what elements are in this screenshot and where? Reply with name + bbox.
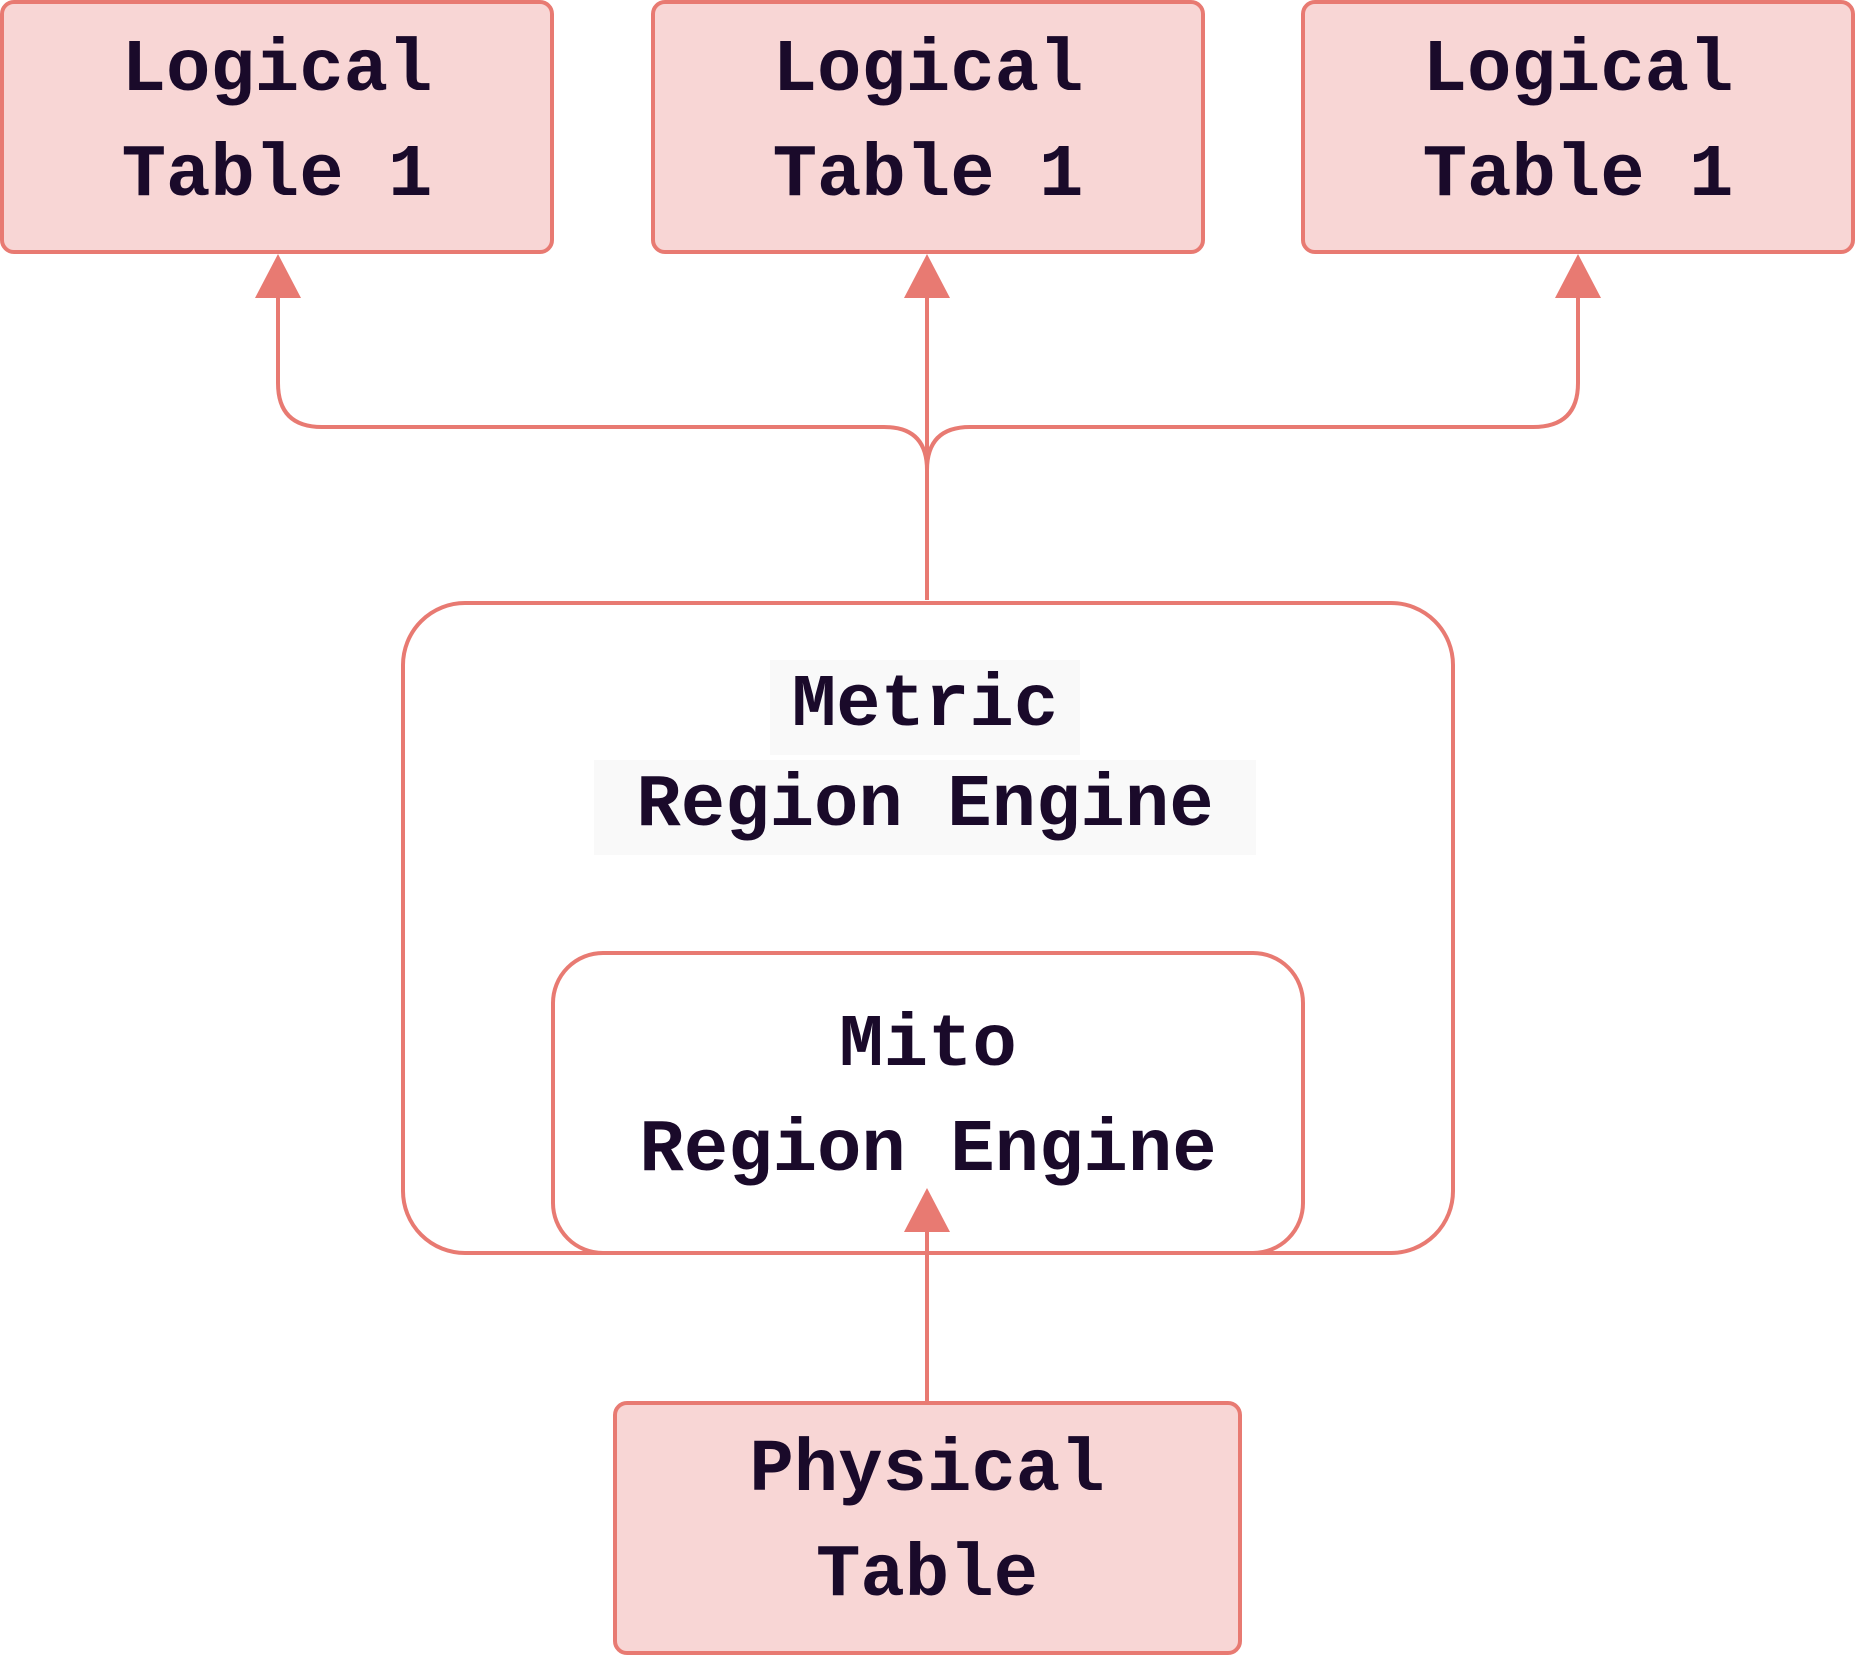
arrowhead-logical-table-3 <box>1555 254 1601 298</box>
logical-table-3-line2: Table 1 <box>1423 134 1734 218</box>
logical-table-2-line1: Logical <box>773 29 1084 113</box>
mito-engine-line2: Region Engine <box>639 1109 1216 1193</box>
metric-label-highlight-2 <box>594 760 1256 855</box>
logical-table-2: Logical Table 1 <box>651 0 1205 254</box>
connector-to-logical-table-3 <box>925 290 1580 600</box>
mito-region-engine: Mito Region Engine <box>551 951 1305 1255</box>
logical-table-1-line1: Logical <box>122 29 433 113</box>
logical-table-1-line2: Table 1 <box>122 134 433 218</box>
physical-table-line1: Physical <box>749 1429 1104 1513</box>
connector-to-logical-table-1 <box>276 290 929 600</box>
logical-table-2-line2: Table 1 <box>773 134 1084 218</box>
metric-engine-line2: Region Engine <box>636 764 1213 848</box>
physical-table-line2: Table <box>816 1534 1038 1618</box>
logical-table-1: Logical Table 1 <box>0 0 554 254</box>
metric-engine-line1: Metric <box>792 664 1058 748</box>
metric-label-highlight-1 <box>770 660 1080 755</box>
arrowhead-logical-table-1 <box>255 254 301 298</box>
arrowhead-mito <box>904 1188 950 1232</box>
branch-connectors <box>276 290 1580 600</box>
mito-engine-line1: Mito <box>839 1004 1017 1088</box>
physical-table: Physical Table <box>613 1401 1242 1655</box>
physical-connector <box>904 1188 950 1402</box>
arrowhead-logical-table-2 <box>904 254 950 298</box>
logical-table-3: Logical Table 1 <box>1301 0 1855 254</box>
logical-table-3-line1: Logical <box>1423 29 1734 113</box>
arrowheads-top <box>255 254 1601 298</box>
